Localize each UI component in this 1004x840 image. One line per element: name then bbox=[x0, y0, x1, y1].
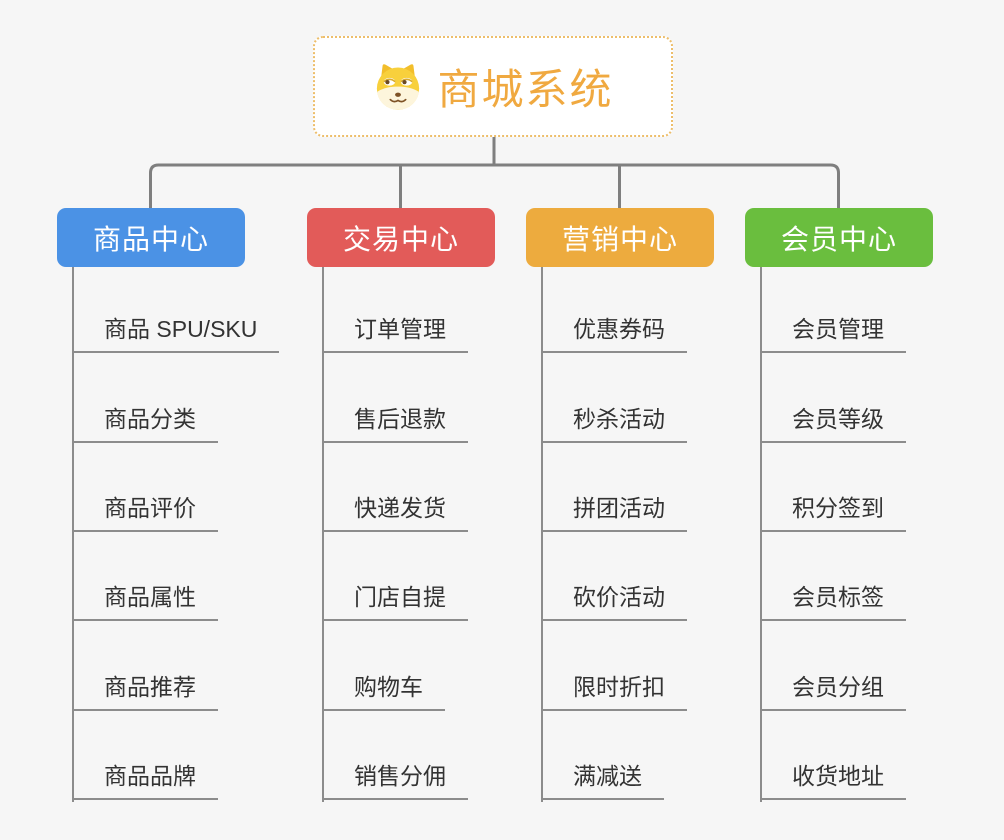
leaf-item[interactable]: 售后退款 bbox=[322, 405, 468, 443]
leaf-item[interactable]: 商品 SPU/SKU bbox=[72, 315, 280, 353]
leaf-item[interactable]: 商品推荐 bbox=[72, 673, 218, 711]
leaf-item[interactable]: 订单管理 bbox=[322, 315, 468, 353]
leaf-item[interactable]: 商品属性 bbox=[72, 583, 218, 621]
leaf-item[interactable]: 快递发货 bbox=[322, 494, 468, 532]
root-node[interactable]: 商城系统 bbox=[313, 36, 673, 137]
leaf-item[interactable]: 会员管理 bbox=[760, 315, 906, 353]
leaf-item[interactable]: 会员等级 bbox=[760, 405, 906, 443]
branch-node-product-center[interactable]: 商品中心 bbox=[57, 208, 245, 267]
leaf-item[interactable]: 购物车 bbox=[322, 673, 445, 711]
leaf-item[interactable]: 秒杀活动 bbox=[541, 405, 687, 443]
leaf-item[interactable]: 商品评价 bbox=[72, 494, 218, 532]
trunk-line bbox=[72, 267, 74, 802]
leaf-item[interactable]: 拼团活动 bbox=[541, 494, 687, 532]
branch-node-marketing-center[interactable]: 营销中心 bbox=[526, 208, 714, 267]
leaf-item[interactable]: 销售分佣 bbox=[322, 762, 468, 800]
branch-node-member-center[interactable]: 会员中心 bbox=[745, 208, 933, 267]
leaf-item[interactable]: 商品分类 bbox=[72, 405, 218, 443]
leaf-item[interactable]: 收货地址 bbox=[760, 762, 906, 800]
doge-icon bbox=[372, 61, 424, 113]
leaf-item[interactable]: 限时折扣 bbox=[541, 673, 687, 711]
leaf-item[interactable]: 门店自提 bbox=[322, 583, 468, 621]
leaf-item[interactable]: 满减送 bbox=[541, 762, 664, 800]
trunk-line bbox=[541, 267, 543, 802]
trunk-line bbox=[322, 267, 324, 802]
leaf-item[interactable]: 优惠券码 bbox=[541, 315, 687, 353]
trunk-line bbox=[760, 267, 762, 802]
leaf-item[interactable]: 砍价活动 bbox=[541, 583, 687, 621]
leaf-item[interactable]: 积分签到 bbox=[760, 494, 906, 532]
root-title: 商城系统 bbox=[437, 66, 614, 113]
leaf-item[interactable]: 会员标签 bbox=[760, 583, 906, 621]
branch-node-trade-center[interactable]: 交易中心 bbox=[307, 208, 495, 267]
leaf-item[interactable]: 会员分组 bbox=[760, 673, 906, 711]
leaf-item[interactable]: 商品品牌 bbox=[72, 762, 218, 800]
branch-bus-line bbox=[149, 163, 840, 208]
